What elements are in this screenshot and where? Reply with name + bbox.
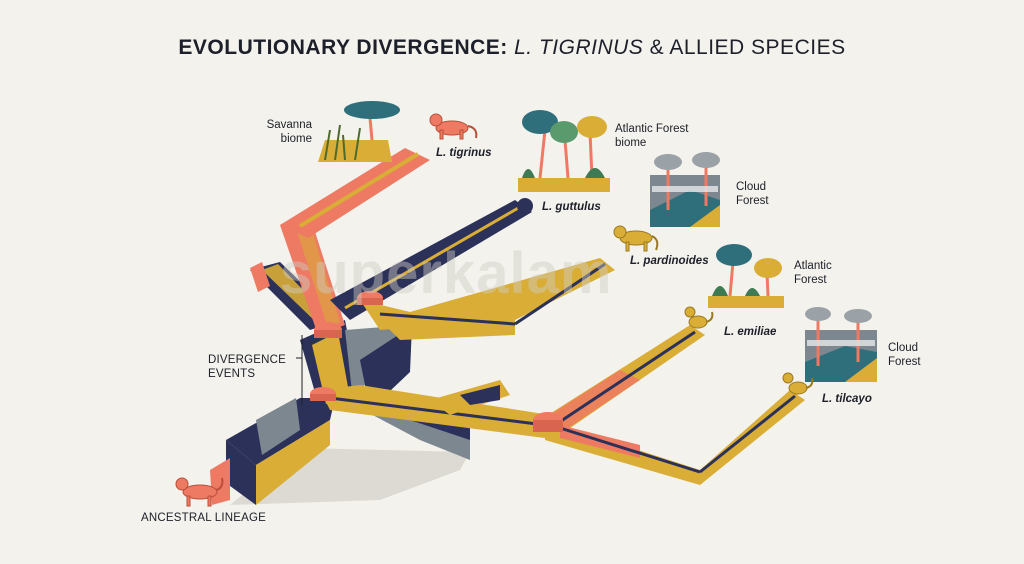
cat-ancestral-icon xyxy=(175,477,224,507)
label-divergence-events: DIVERGENCE EVENTS xyxy=(208,354,287,380)
atlantic-forest-biome-icon xyxy=(518,110,610,192)
branch-emiliae xyxy=(540,325,705,435)
title-lead: EVOLUTIONARY DIVERGENCE: xyxy=(178,36,508,59)
label-atlantic-forest: Atlantic Forest xyxy=(794,260,832,286)
cat-pardinoides-icon xyxy=(613,225,659,252)
branch-guttulus xyxy=(330,198,533,320)
label-cloud-forest-2: Cloud Forest xyxy=(888,342,921,368)
cloud-forest-1-icon xyxy=(650,152,720,227)
branch-tigrinus xyxy=(280,148,430,335)
cloud-forest-2-icon xyxy=(805,307,877,382)
branch-pardinoides xyxy=(360,258,615,340)
cat-tigrinus-icon xyxy=(429,113,478,140)
savanna-icon xyxy=(318,101,400,162)
cat-tilcayo-icon xyxy=(782,372,814,395)
label-atlantic-forest-biome: Atlantic Forest biome xyxy=(615,123,689,149)
species-pardinoides: L. pardinoides xyxy=(630,255,709,267)
label-savanna: Savanna biome xyxy=(266,119,312,145)
watermark: superkalam xyxy=(280,241,613,306)
label-ancestral-lineage: ANCESTRAL LINEAGE xyxy=(141,512,267,524)
species-emiliae: L. emiliae xyxy=(724,326,777,338)
atlantic-forest-icon xyxy=(708,244,784,308)
title-genus: L. TIGRINUS xyxy=(514,36,644,59)
divergence-nodes xyxy=(310,291,563,432)
cat-emiliae-icon xyxy=(684,306,714,329)
diagram-title: EVOLUTIONARY DIVERGENCE: L. TIGRINUS & A… xyxy=(0,36,1024,60)
species-tilcayo: L. tilcayo xyxy=(822,393,872,405)
species-guttulus: L. guttulus xyxy=(542,201,601,213)
title-rest: & ALLIED SPECIES xyxy=(649,36,846,59)
label-cloud-forest-1: Cloud Forest xyxy=(736,181,769,207)
branch-tilcayo xyxy=(545,390,805,485)
divergence-bracket xyxy=(296,335,303,405)
branch-lower xyxy=(320,380,560,440)
species-tigrinus: L. tigrinus xyxy=(436,147,492,159)
